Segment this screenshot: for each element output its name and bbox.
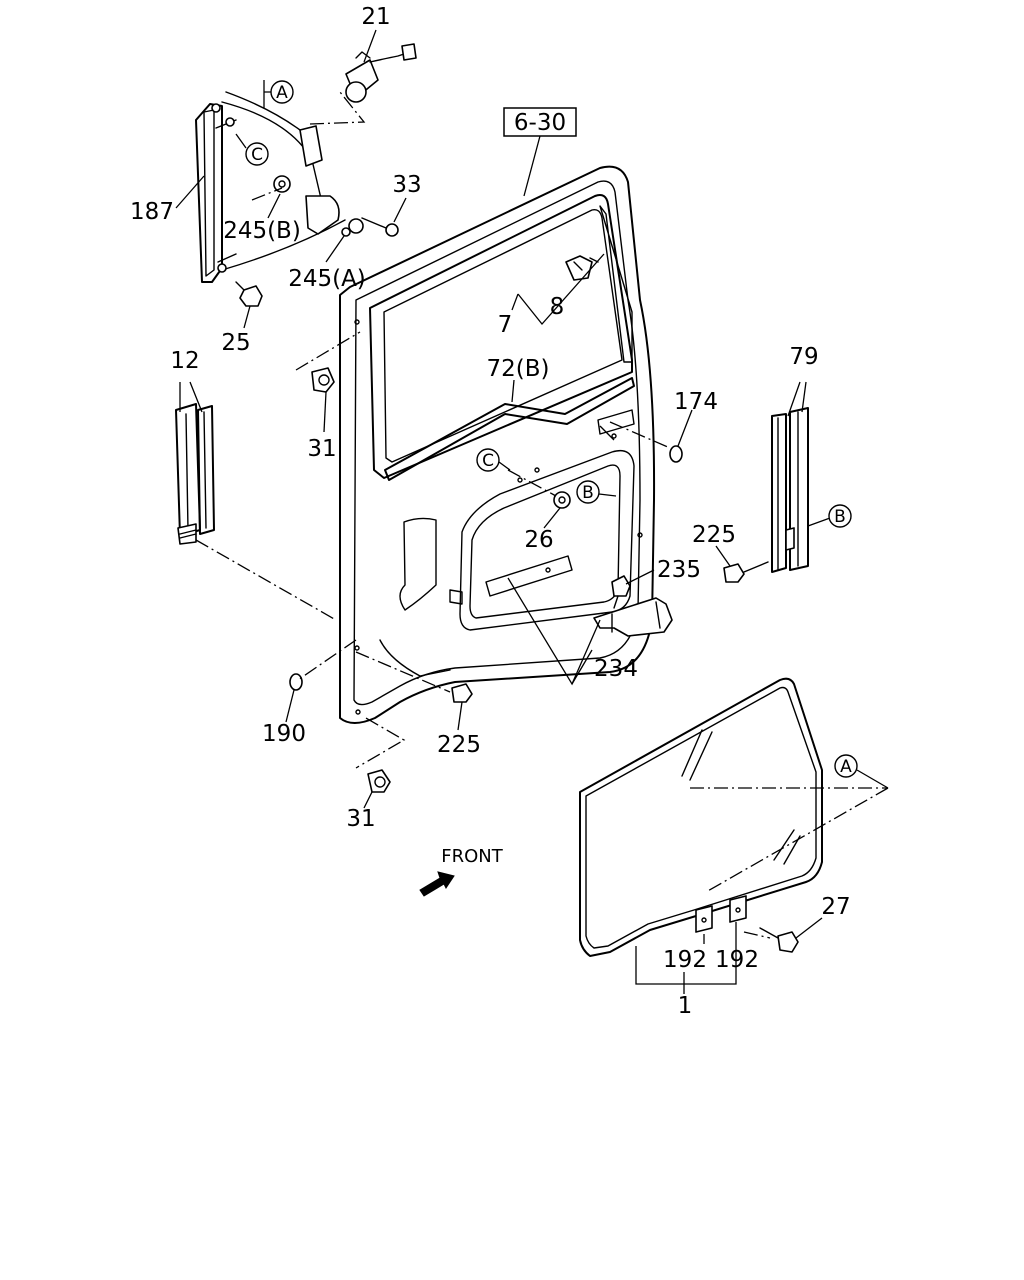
bolt-225-right	[723, 561, 769, 583]
ref-mark-a-top: A	[263, 80, 294, 108]
callout-192-left: 192	[663, 947, 707, 973]
callout-225-lower: 225	[437, 732, 481, 758]
nut-245b	[273, 175, 291, 193]
bolt-225-lower	[451, 683, 473, 703]
callout-190: 190	[262, 721, 306, 747]
door-panel	[339, 165, 656, 724]
callout-27: 27	[821, 894, 850, 920]
ref-mark-b-right: B	[807, 504, 852, 528]
regulator-motor	[345, 43, 417, 103]
callout-26: 26	[524, 527, 553, 553]
callout-6-30: 6-30	[514, 110, 566, 136]
callout-234: 234	[594, 656, 638, 682]
svg-text:B: B	[834, 507, 846, 527]
reference-marks: A C C B B A	[235, 80, 889, 789]
callout-6-30-box: 6-30	[503, 107, 577, 137]
callout-8: 8	[550, 294, 565, 320]
front-label: FRONT	[441, 846, 503, 867]
callout-174: 174	[674, 389, 718, 415]
bumper-31-upper	[311, 367, 335, 393]
svg-text:C: C	[482, 451, 494, 471]
bracket-234	[593, 597, 673, 637]
callout-225-right: 225	[692, 522, 736, 548]
callout-7: 7	[498, 312, 513, 338]
svg-text:C: C	[251, 145, 263, 165]
front-channel	[175, 403, 215, 545]
callout-192-right: 192	[715, 947, 759, 973]
front-arrow-icon	[419, 871, 455, 897]
rear-channel	[771, 407, 809, 573]
plug-190	[289, 673, 303, 691]
screw-33	[361, 217, 399, 237]
callout-245b: 245(B)	[223, 218, 301, 244]
svg-text:A: A	[840, 757, 852, 777]
callout-31-upper: 31	[307, 436, 336, 462]
plug-174	[669, 445, 683, 463]
bolt-25	[235, 281, 263, 307]
nut-245a	[341, 218, 364, 237]
bolt-27	[759, 927, 799, 953]
ref-mark-a-right: A	[834, 754, 889, 789]
nut-26	[553, 491, 571, 509]
glass-run-clip	[565, 255, 599, 281]
svg-text:B: B	[582, 483, 594, 503]
callout-245a: 245(A)	[288, 266, 366, 292]
callout-12: 12	[170, 348, 199, 374]
bumper-31-lower	[367, 769, 391, 793]
ref-mark-b-mid: B	[576, 480, 617, 504]
bolt-235	[611, 575, 631, 609]
door-glass	[579, 677, 823, 957]
front-indicator: FRONT	[419, 846, 504, 897]
callout-235: 235	[657, 557, 701, 583]
callout-72b: 72(B)	[487, 356, 550, 382]
window-regulator	[195, 91, 346, 283]
assembly-lines	[195, 91, 889, 939]
leader-lines	[175, 29, 823, 994]
svg-text:A: A	[276, 83, 288, 103]
callout-187: 187	[130, 199, 174, 225]
callout-33: 33	[392, 172, 421, 198]
ref-mark-c-mid: C	[476, 448, 511, 472]
callout-79: 79	[789, 344, 818, 370]
callout-21: 21	[361, 4, 390, 30]
callout-25: 25	[221, 330, 250, 356]
callout-numbers: 21 33 187 245(B) 245(A) 25 8 7 12 79 72(…	[130, 4, 851, 1019]
callout-31-lower: 31	[346, 806, 375, 832]
callout-1: 1	[678, 993, 693, 1019]
ref-mark-c-left: C	[235, 133, 269, 166]
